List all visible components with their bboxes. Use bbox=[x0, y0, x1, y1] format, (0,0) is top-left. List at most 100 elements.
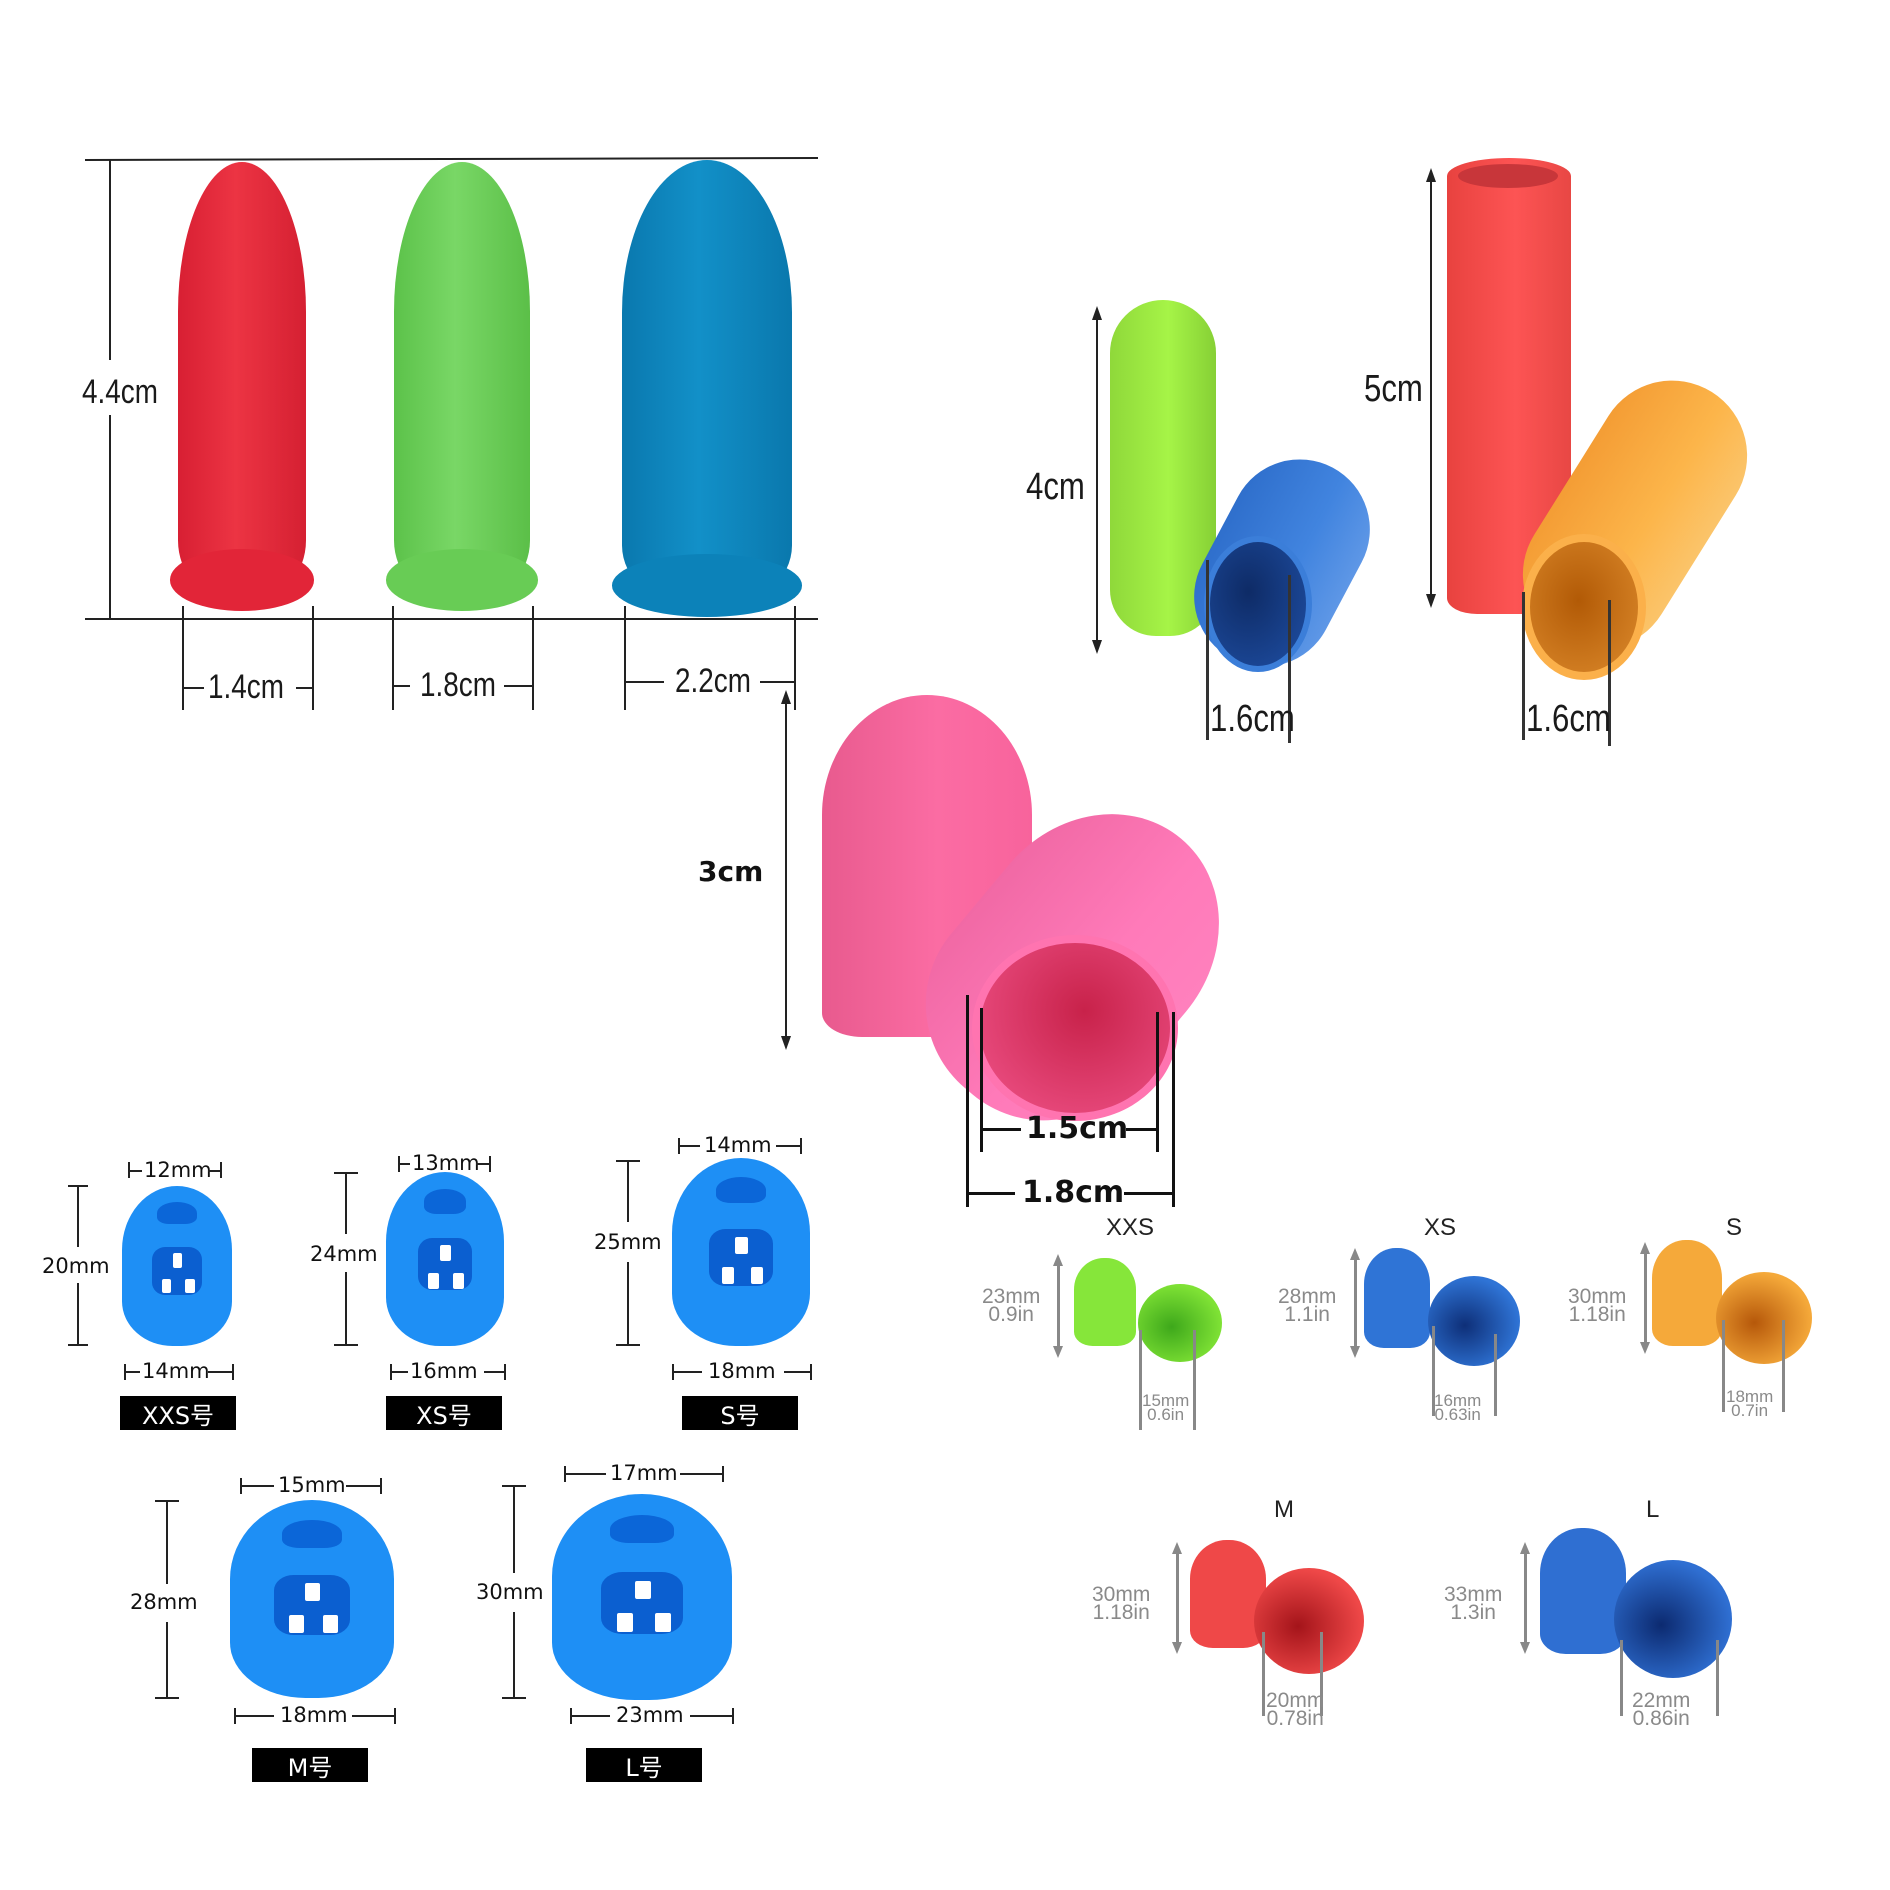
height-label: 28mm bbox=[130, 1590, 198, 1614]
arrow-up-icon bbox=[1172, 1542, 1182, 1554]
height-arrow-line bbox=[1524, 1552, 1527, 1644]
top-width-label: 13mm bbox=[412, 1151, 480, 1175]
green-finger-cot bbox=[385, 162, 539, 611]
width-tick-right bbox=[1494, 1334, 1497, 1416]
top-width-line bbox=[208, 1170, 222, 1172]
height-arrow-line bbox=[1057, 1264, 1060, 1348]
bottom-width-label: 16mm bbox=[410, 1359, 478, 1383]
green-width-line-left bbox=[392, 685, 410, 687]
bottom-width-line bbox=[352, 1715, 394, 1717]
pink-outer-width-label: 1.8cm bbox=[1022, 1175, 1125, 1210]
height-arrow-line bbox=[1176, 1552, 1179, 1644]
xxs-lying-thimble bbox=[1138, 1284, 1222, 1362]
height-dimension-line-lower bbox=[109, 415, 111, 618]
top-width-line bbox=[680, 1473, 722, 1475]
blue-tube-opening bbox=[1204, 536, 1312, 672]
bottom-width-label: 14mm bbox=[142, 1359, 210, 1383]
arrow-up-icon bbox=[1426, 168, 1436, 182]
height-label: 28mm 1.1in bbox=[1278, 1286, 1336, 1326]
height-in: 1.1in bbox=[1284, 1302, 1330, 1326]
right-width-label: 1.6cm bbox=[1526, 698, 1611, 740]
arrow-down-icon bbox=[1350, 1346, 1360, 1358]
height-tick-bottom bbox=[502, 1697, 526, 1699]
width-tick-left bbox=[1620, 1640, 1623, 1716]
height-line bbox=[627, 1160, 629, 1222]
bottom-width-tick bbox=[504, 1364, 506, 1380]
top-width-tick bbox=[380, 1478, 382, 1494]
width-in: 0.86in bbox=[1632, 1706, 1690, 1730]
size-tag-xs: XS号 bbox=[386, 1396, 502, 1430]
bottom-width-line bbox=[570, 1715, 610, 1717]
orange-tube-opening bbox=[1522, 534, 1646, 680]
right-height-arrow-line bbox=[1430, 180, 1432, 600]
left-width-label: 1.6cm bbox=[1210, 698, 1295, 740]
right-width-tick-b bbox=[1608, 600, 1611, 746]
red-finger-cot bbox=[170, 162, 314, 611]
arrow-down-icon bbox=[1520, 1642, 1530, 1654]
width-in: 0.7in bbox=[1731, 1401, 1769, 1421]
height-label: 30mm bbox=[476, 1580, 544, 1604]
pink-outer-tick-right bbox=[1172, 1012, 1175, 1207]
bottom-width-line bbox=[234, 1715, 274, 1717]
height-tick-bottom bbox=[334, 1344, 358, 1346]
bottom-width-line bbox=[208, 1371, 232, 1373]
top-width-label: 15mm bbox=[278, 1473, 346, 1497]
top-width-label: 12mm bbox=[144, 1158, 212, 1182]
width-in: 0.63in bbox=[1434, 1405, 1481, 1425]
width-in: 0.6in bbox=[1147, 1405, 1185, 1425]
height-in: 0.9in bbox=[988, 1302, 1034, 1326]
green-width-right-tick bbox=[532, 606, 534, 710]
left-height-label: 4cm bbox=[1026, 466, 1085, 508]
width-in: 0.78in bbox=[1266, 1706, 1324, 1730]
height-tick-bottom bbox=[155, 1697, 179, 1699]
arrow-down-icon bbox=[1426, 594, 1436, 608]
size-tag-m: M号 bbox=[252, 1748, 368, 1782]
top-width-line bbox=[564, 1473, 606, 1475]
width-mm: 22mm bbox=[1632, 1689, 1691, 1712]
red-tube-opening bbox=[1458, 164, 1558, 188]
height-line bbox=[166, 1500, 168, 1584]
red-width-left-tick bbox=[182, 606, 184, 710]
width-mm: 18mm bbox=[1726, 1387, 1774, 1406]
arrow-up-icon bbox=[781, 690, 791, 704]
size-heading: XS bbox=[1424, 1214, 1457, 1241]
height-mm: 30mm bbox=[1092, 1583, 1151, 1606]
bottom-width-line bbox=[484, 1371, 504, 1373]
bottom-width-line bbox=[672, 1371, 702, 1373]
m-thimble-body bbox=[230, 1500, 394, 1698]
green-width-left-tick bbox=[392, 606, 394, 710]
bottom-width-label: 18mm bbox=[280, 1703, 348, 1727]
width-mm: 15mm bbox=[1142, 1391, 1190, 1410]
width-label: 20mm 0.78in bbox=[1266, 1689, 1325, 1730]
arrow-up-icon bbox=[1092, 306, 1102, 320]
width-tick-right bbox=[1782, 1320, 1785, 1412]
height-label: 4.4cm bbox=[82, 373, 158, 411]
left-height-arrow-line bbox=[1096, 318, 1098, 644]
top-width-line bbox=[678, 1145, 700, 1147]
bottom-width-line bbox=[690, 1715, 732, 1717]
height-line bbox=[513, 1485, 515, 1573]
s-thimble-body bbox=[672, 1158, 810, 1346]
size-heading: M bbox=[1274, 1496, 1294, 1523]
bottom-width-tick bbox=[232, 1364, 234, 1380]
height-line bbox=[627, 1262, 629, 1345]
arrow-down-icon bbox=[1640, 1342, 1650, 1354]
width-mm: 20mm bbox=[1266, 1689, 1325, 1712]
width-tick-right bbox=[1193, 1330, 1196, 1430]
right-height-label: 5cm bbox=[1364, 368, 1423, 410]
width-mm: 16mm bbox=[1434, 1391, 1482, 1410]
height-label: 25mm bbox=[594, 1230, 662, 1254]
m-standing-thimble bbox=[1190, 1540, 1266, 1648]
size-heading: S bbox=[1726, 1214, 1743, 1241]
blue-width-left-tick bbox=[624, 606, 626, 710]
blue-width-label: 2.2cm bbox=[675, 662, 751, 700]
blue-width-line-right bbox=[760, 681, 794, 683]
bottom-width-label: 23mm bbox=[616, 1703, 684, 1727]
height-label: 23mm 0.9in bbox=[982, 1286, 1040, 1326]
left-width-tick-a bbox=[1206, 560, 1209, 740]
green-width-label: 1.8cm bbox=[420, 666, 496, 704]
red-width-label: 1.4cm bbox=[208, 668, 284, 706]
top-width-line bbox=[128, 1170, 142, 1172]
width-tick-left bbox=[1432, 1326, 1435, 1416]
height-label: 24mm bbox=[310, 1242, 378, 1266]
